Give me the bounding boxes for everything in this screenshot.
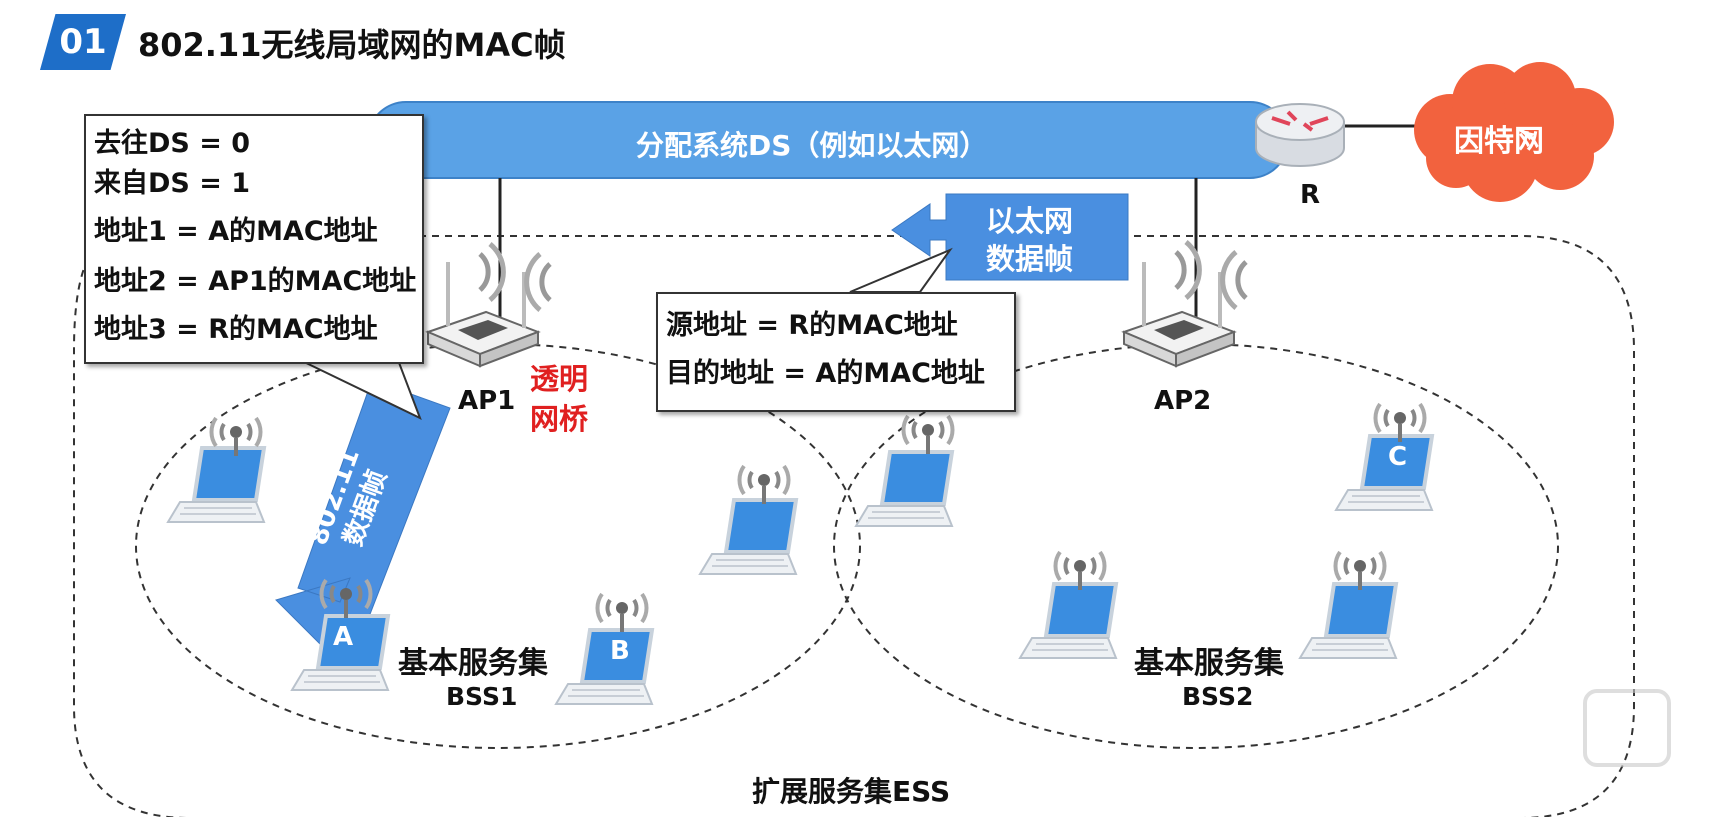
ess-boundary bbox=[73, 235, 1635, 817]
wifi-frame-arrow bbox=[275, 379, 451, 652]
laptop-bss1-2 bbox=[698, 498, 798, 576]
station-b-label: B bbox=[610, 636, 630, 666]
laptop-bss2-3 bbox=[1298, 582, 1398, 660]
ethernet-frame-arrow bbox=[891, 193, 1129, 281]
section-number-badge: 01 bbox=[40, 14, 126, 70]
ap2-label: AP2 bbox=[1154, 386, 1212, 416]
laptop-station-c bbox=[1334, 434, 1434, 512]
bss2-id: BSS2 bbox=[1182, 682, 1254, 711]
callout-address2: 地址2 = AP1的MAC地址 bbox=[94, 266, 417, 297]
section-number: 01 bbox=[59, 22, 107, 62]
eth-address-callout-tail bbox=[849, 247, 953, 293]
frame-fields-callout: 去往DS = 0 来自DS = 1 地址1 = A的MAC地址 地址2 = AP… bbox=[84, 114, 424, 364]
callout-address3: 地址3 = R的MAC地址 bbox=[94, 314, 378, 345]
ap1-icon bbox=[426, 260, 540, 368]
video-watermark bbox=[1583, 689, 1671, 767]
bss1-name: 基本服务集 bbox=[398, 646, 548, 681]
frame-fields-callout-tail bbox=[299, 359, 422, 420]
ap1-label: AP1 bbox=[458, 386, 516, 416]
station-c-label: C bbox=[1388, 442, 1408, 472]
ap2-icon bbox=[1122, 260, 1236, 368]
callout-source-address: 源地址 = R的MAC地址 bbox=[666, 310, 958, 341]
internet-label: 因特网 bbox=[1454, 124, 1544, 159]
eth-address-callout: 源地址 = R的MAC地址 目的地址 = A的MAC地址 bbox=[656, 292, 1016, 412]
callout-address1: 地址1 = A的MAC地址 bbox=[94, 216, 378, 247]
bss2-name: 基本服务集 bbox=[1134, 646, 1284, 681]
ethernet-frame-line1: 以太网 bbox=[986, 204, 1074, 238]
router-label: R bbox=[1300, 180, 1321, 210]
callout-dest-address: 目的地址 = A的MAC地址 bbox=[666, 358, 985, 389]
internet-cloud bbox=[1414, 62, 1614, 202]
page-title: 802.11无线局域网的MAC帧 bbox=[138, 26, 566, 64]
bridge-label-line2: 网桥 bbox=[530, 402, 589, 436]
station-a-label: A bbox=[333, 622, 354, 652]
laptop-bss1-1 bbox=[166, 446, 266, 524]
wifi-icon-b bbox=[595, 592, 649, 634]
ethernet-frame-line2: 数据帧 bbox=[986, 242, 1074, 276]
laptop-bss2-1 bbox=[854, 450, 954, 528]
ap1-wave-right bbox=[527, 254, 550, 310]
ess-label: 扩展服务集ESS bbox=[752, 775, 951, 808]
ds-bar-label: 分配系统DS（例如以太网） bbox=[636, 129, 988, 162]
laptop-station-b bbox=[554, 628, 654, 706]
callout-from-ds: 来自DS = 1 bbox=[94, 168, 251, 199]
router-icon bbox=[1255, 103, 1345, 167]
bridge-label-line1: 透明 bbox=[530, 362, 589, 396]
bss1-id: BSS1 bbox=[446, 682, 518, 711]
callout-to-ds: 去往DS = 0 bbox=[94, 128, 251, 159]
laptop-bss2-2 bbox=[1018, 582, 1118, 660]
ap2-wave-right bbox=[1223, 252, 1246, 308]
